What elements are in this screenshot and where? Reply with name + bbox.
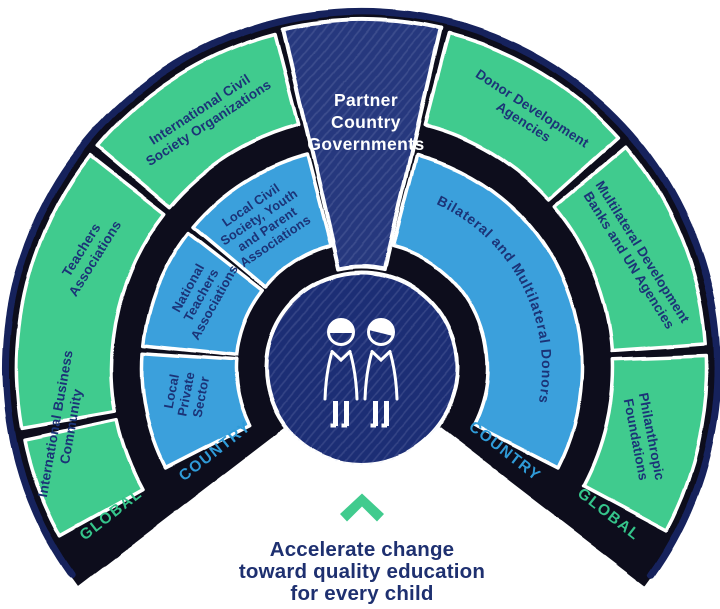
person-figure (363, 318, 399, 428)
segment-national-teachers-associations (141, 230, 265, 357)
label-line: Local (161, 373, 182, 410)
hair-icon (368, 320, 394, 336)
tagline-line: Accelerate change (270, 538, 455, 561)
segment-international-business-community (22, 418, 145, 538)
segment-local-private-sector (140, 350, 252, 470)
segment-philanthropic-foundations (581, 354, 709, 532)
person-figure (323, 318, 359, 428)
diagram-shapes (2, 8, 720, 586)
segment-international-civil-society-organizations (95, 32, 301, 209)
outer-rim-arc (2, 8, 720, 579)
segment-donor-development-agencies (423, 32, 621, 202)
hair-icon (328, 320, 354, 333)
tagline-line: toward quality education (239, 560, 485, 583)
segment-multilateral-development-banks-un-agencies (552, 144, 708, 353)
up-chevron-icon (340, 493, 384, 522)
segment-local-civil-society-youth-parent-associations (191, 153, 333, 289)
circle-chalk-texture (266, 272, 458, 464)
label-line: Governments (307, 134, 424, 154)
two-children-icon (323, 318, 399, 428)
tagline-line: for every child (290, 582, 433, 605)
label-line: Country (331, 112, 401, 132)
wedge-chalk-texture (283, 19, 441, 269)
label-line: Partner (334, 90, 398, 110)
segment-bilateral-multilateral-donors (391, 153, 584, 470)
segment-teachers-associations (15, 153, 166, 430)
label-local-private-sector: LocalPrivateSector (160, 368, 213, 421)
